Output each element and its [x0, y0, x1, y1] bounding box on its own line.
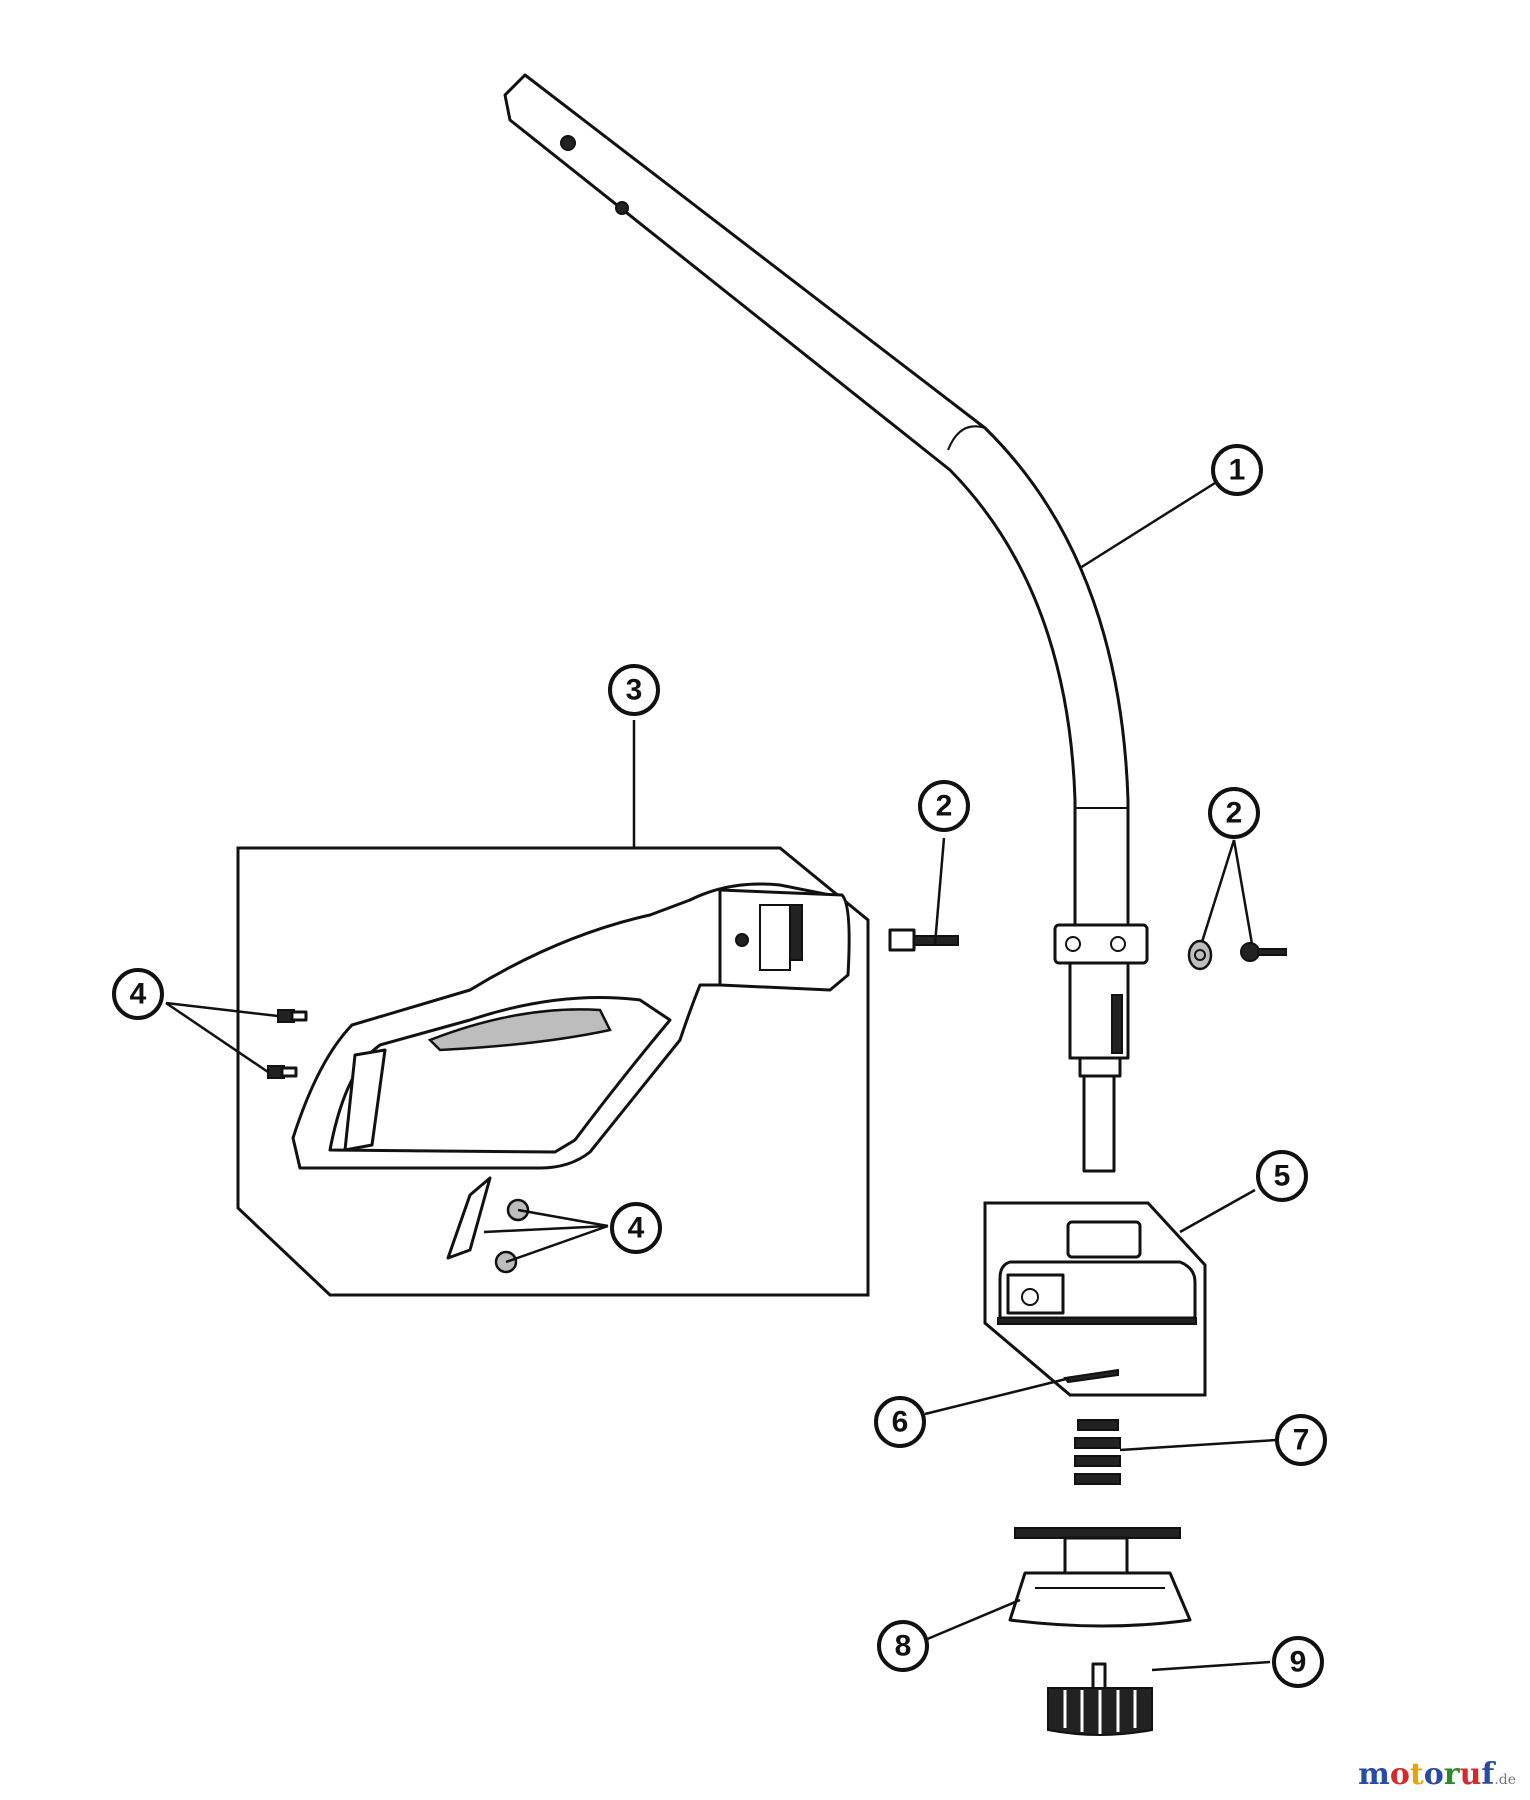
svg-text:9: 9 [1290, 1646, 1307, 1679]
svg-text:5: 5 [1274, 1160, 1291, 1193]
spring [1074, 1419, 1121, 1485]
spool [1008, 1527, 1192, 1628]
svg-text:4: 4 [628, 1212, 645, 1245]
watermark-tld: .de [1494, 1772, 1516, 1788]
callout-5: 5 [1256, 1150, 1308, 1202]
callout-6: 6 [874, 1396, 926, 1448]
svg-text:2: 2 [1226, 797, 1243, 830]
watermark-letter: r [1443, 1757, 1460, 1792]
watermark-letter: m [1358, 1757, 1390, 1792]
watermark-logo: motoruf.de [1358, 1757, 1516, 1792]
hardware-fasteners [888, 928, 1287, 971]
screws-left [267, 1009, 308, 1079]
svg-text:8: 8 [895, 1630, 912, 1663]
watermark-letter: o [1389, 1757, 1410, 1792]
svg-text:1: 1 [1229, 454, 1246, 487]
callout-9: 9 [1272, 1636, 1324, 1688]
watermark-letter: u [1459, 1757, 1482, 1792]
callout-2-nut: 2 [1208, 787, 1260, 839]
svg-text:7: 7 [1293, 1424, 1310, 1457]
svg-text:4: 4 [130, 978, 147, 1011]
callout-7: 7 [1275, 1414, 1327, 1466]
svg-text:2: 2 [936, 790, 953, 823]
svg-text:3: 3 [626, 674, 643, 707]
callout-2-screw: 2 [918, 780, 970, 832]
watermark-letter: t [1409, 1757, 1424, 1792]
callout-4-nuts: 4 [610, 1202, 662, 1254]
callout-3: 3 [608, 664, 660, 716]
guard-assembly [236, 846, 870, 1297]
watermark-brand: motoruf [1358, 1757, 1494, 1792]
callout-8: 8 [877, 1620, 929, 1672]
watermark-letter: o [1423, 1757, 1444, 1792]
leader-lines [165, 481, 1277, 1672]
watermark-letter: f [1481, 1757, 1495, 1792]
trimmer-head-housing [983, 1201, 1207, 1397]
bump-knob [1047, 1662, 1153, 1736]
svg-text:6: 6 [892, 1406, 909, 1439]
shaft-tube [503, 73, 1149, 1173]
callout-4-screws: 4 [112, 968, 164, 1020]
callout-1: 1 [1211, 444, 1263, 496]
